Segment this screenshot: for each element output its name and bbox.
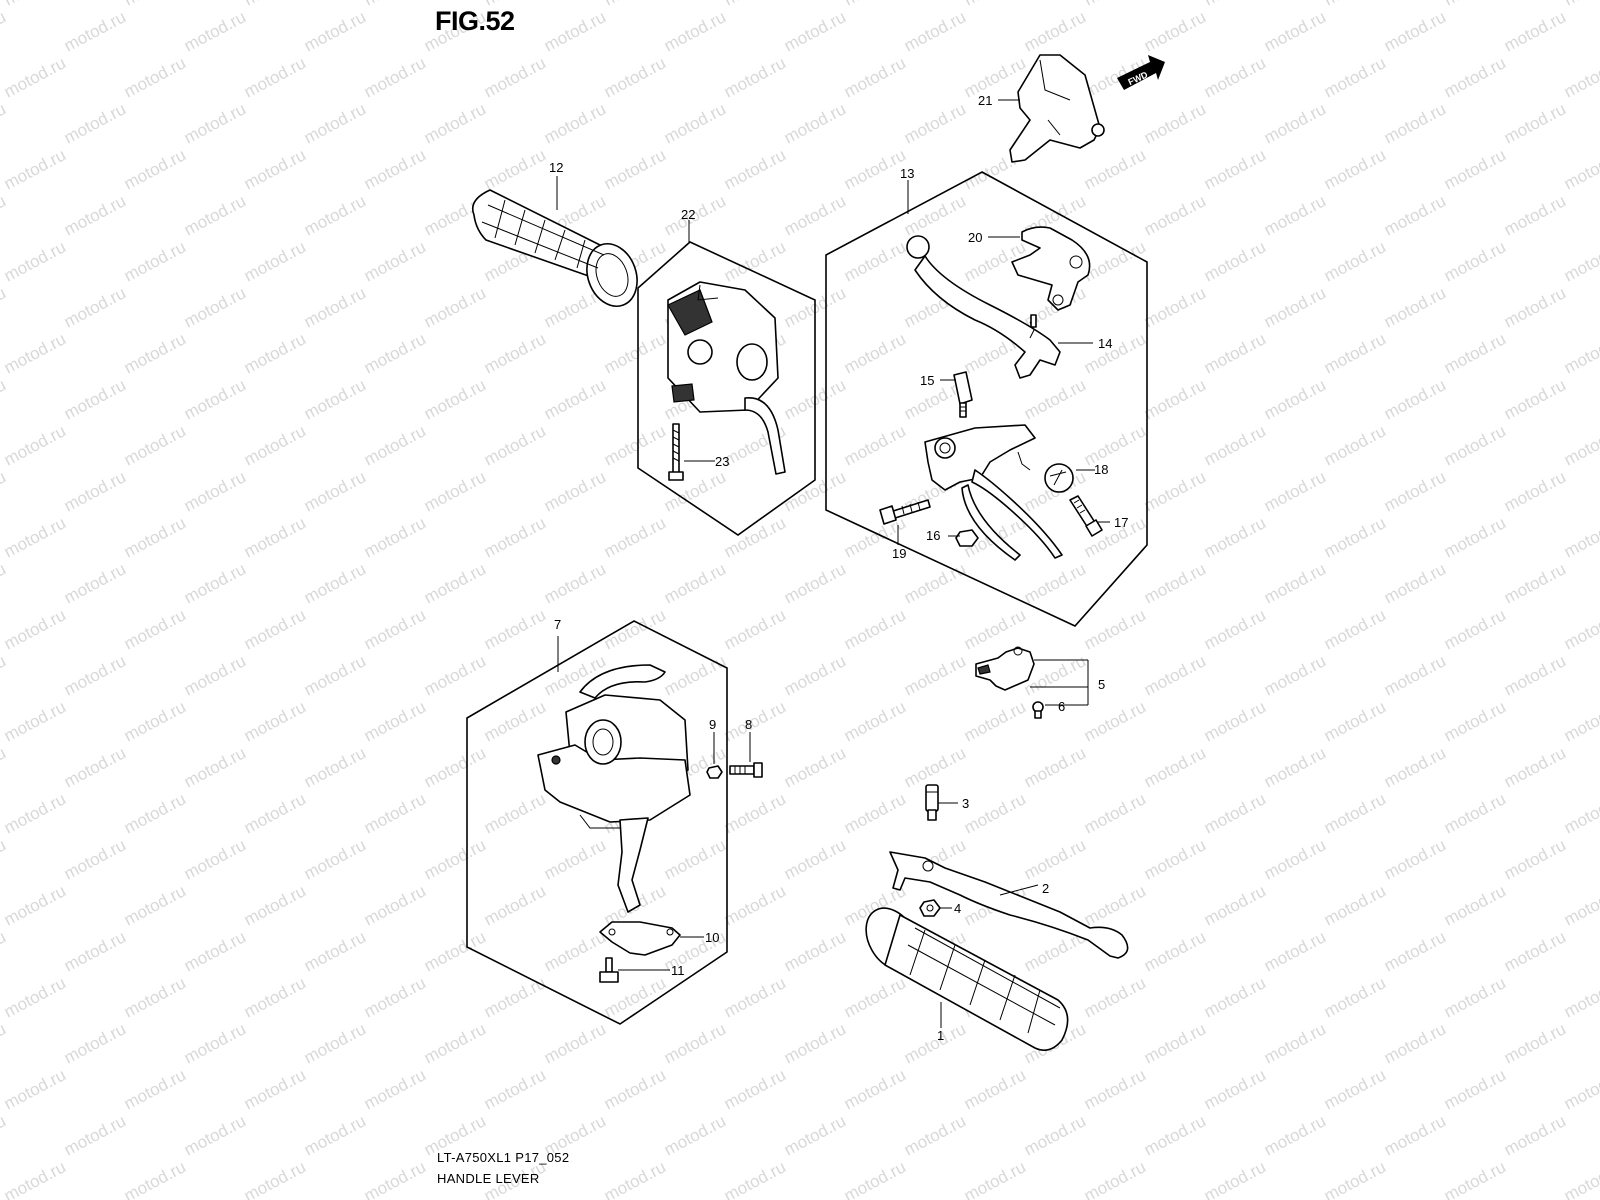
- callout-2: 2: [1042, 881, 1049, 896]
- master-cylinder-assembly-part-13: [924, 424, 1063, 561]
- callout-23: 23: [715, 454, 729, 469]
- screw-part-8: [729, 762, 763, 778]
- figure-title: FIG.52: [435, 6, 515, 36]
- callout-6: 6: [1058, 699, 1065, 714]
- callout-22: 22: [681, 207, 695, 222]
- right-grip-part-1: [865, 907, 1069, 1051]
- switch-part-5: [975, 646, 1035, 691]
- callout-10: 10: [705, 930, 719, 945]
- callout-1: 1: [937, 1028, 944, 1043]
- callout-13: 13: [900, 166, 914, 181]
- callout-18: 18: [1094, 462, 1108, 477]
- callout-8: 8: [745, 717, 752, 732]
- throttle-housing-part-7: [537, 664, 691, 913]
- screw-part-6: [1032, 701, 1044, 719]
- cover-part-21: [1009, 54, 1105, 163]
- callout-3: 3: [962, 796, 969, 811]
- callout-labels: 12 22 13 21 20 14 15 18 17 16 19 23 5 6 …: [549, 93, 1128, 1043]
- callout-16: 16: [926, 528, 940, 543]
- bolt-part-17: [1069, 495, 1103, 537]
- bracket-part-20: [1011, 226, 1091, 311]
- reservoir-cap-part-18: [1044, 463, 1074, 493]
- callout-19: 19: [892, 546, 906, 561]
- group-7-outline: [466, 620, 728, 1025]
- screw-part-11: [599, 957, 619, 983]
- callout-15: 15: [920, 373, 934, 388]
- cover-plate-part-10: [599, 921, 681, 956]
- group-22-outline: [637, 241, 816, 536]
- lever-part-14: [906, 235, 1061, 379]
- callout-4: 4: [954, 901, 961, 916]
- bolt-part-19: [879, 499, 931, 525]
- group-13-outline: [825, 171, 1148, 627]
- nut-part-9: [706, 765, 723, 779]
- lever-part-2: [889, 851, 1129, 959]
- nut-part-16: [955, 529, 979, 547]
- nut-part-4: [919, 899, 941, 917]
- leader-lines: [556, 99, 1110, 1028]
- callout-11: 11: [671, 963, 685, 978]
- figure-caption: HANDLE LEVER: [437, 1171, 540, 1186]
- callout-20: 20: [968, 230, 982, 245]
- model-code: LT-A750XL1 P17_052: [437, 1150, 570, 1165]
- screw-part-23: [668, 423, 684, 481]
- callout-17: 17: [1114, 515, 1128, 530]
- callout-7: 7: [554, 617, 561, 632]
- callout-5: 5: [1098, 677, 1105, 692]
- left-grip-part-12: [471, 189, 638, 307]
- pivot-bolt-part-3: [925, 784, 939, 821]
- callout-21: 21: [978, 93, 992, 108]
- left-switch-part-22: [667, 281, 786, 475]
- callout-12: 12: [549, 160, 563, 175]
- callout-9: 9: [709, 717, 716, 732]
- fwd-arrow-icon: FWD: [1117, 55, 1165, 90]
- callout-14: 14: [1098, 336, 1112, 351]
- pivot-bolt-part-15: [953, 371, 973, 418]
